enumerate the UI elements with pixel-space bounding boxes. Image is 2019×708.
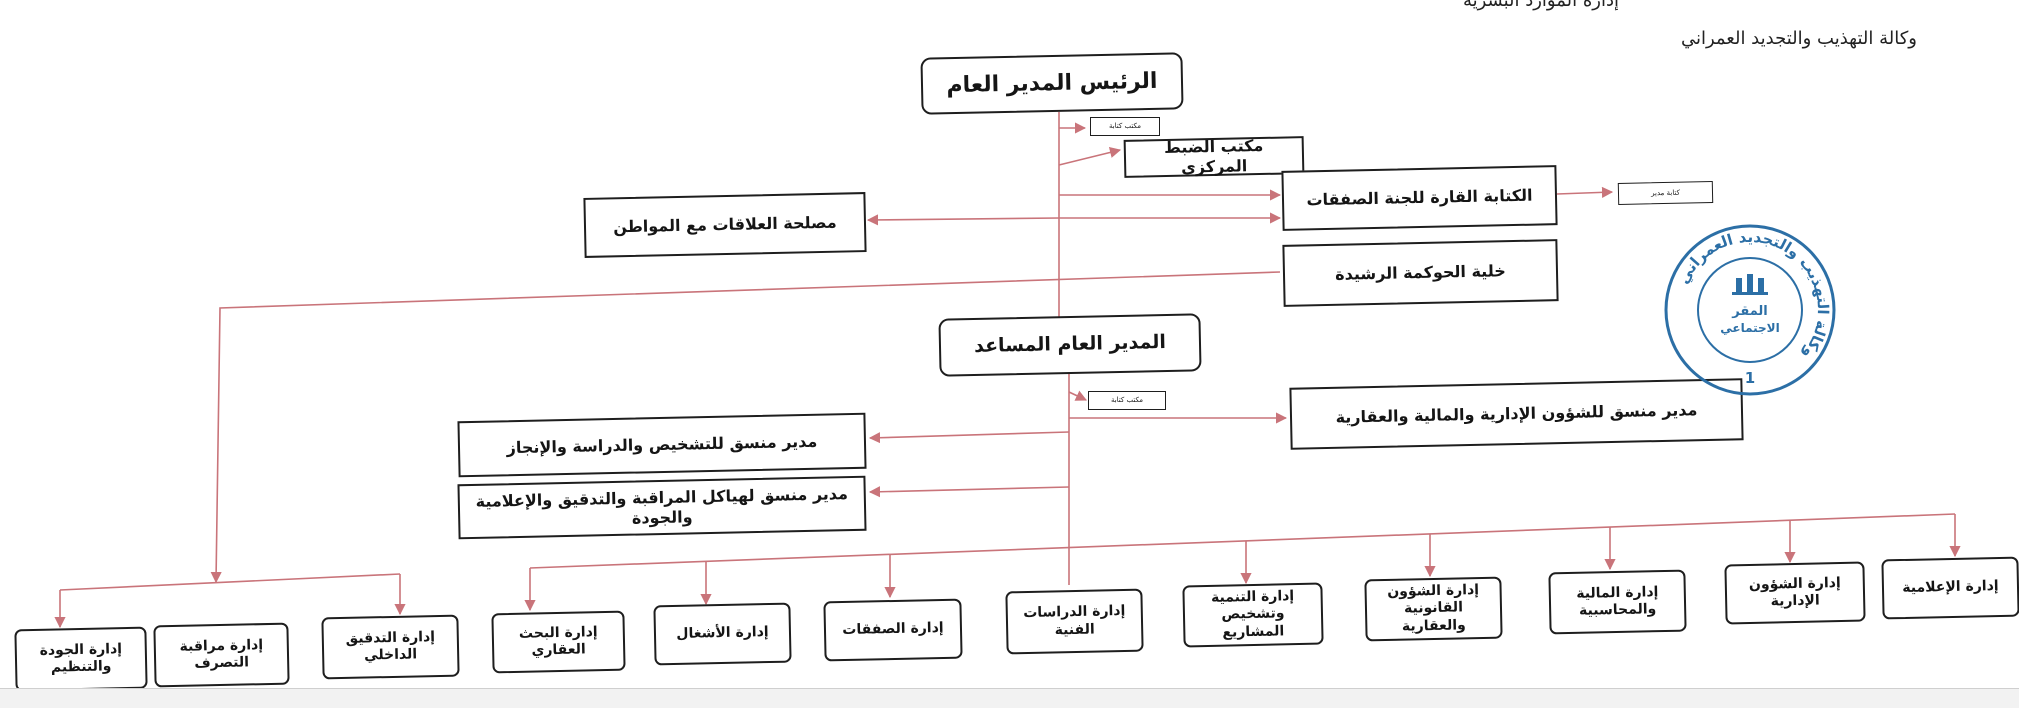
dept-admin-affairs-box: إدارة الشؤون الإدارية — [1724, 561, 1866, 625]
header-top-fragment: إدارة الموارد البشرية — [1462, 0, 1619, 11]
dept-finance-box: إدارة المالية والمحاسبية — [1548, 569, 1687, 635]
coord-diag-box: مدير منسق للتشخيص والدراسة والإنجاز — [457, 412, 867, 478]
dept-legal-box: إدارة الشؤون القانونية والعقارية — [1364, 576, 1503, 642]
deals-secretary-box: كتابة مدير — [1617, 181, 1714, 205]
coord-control-box: مدير منسق لهياكل المراقبة والتدقيق والإع… — [457, 475, 867, 540]
link-citizen-relations — [866, 214, 1060, 226]
official-stamp: وكالة التهذيب والتجديد العمراني المقر ال… — [1664, 224, 1836, 396]
central-control-box: مكتب الضبط المركزي — [1123, 136, 1305, 178]
link-deals-secretary — [1556, 186, 1614, 198]
deputy-secretariat-box: مكتب كتابة — [1088, 391, 1166, 410]
building-icon — [1732, 274, 1768, 295]
dept-it-box: إدارة الإعلامية — [1881, 556, 2019, 620]
stamp-number: 1 — [1745, 369, 1755, 387]
stamp-center-line1: المقر — [1731, 304, 1768, 319]
deputy-box: المدير العام المساعد — [938, 313, 1202, 377]
link-coord-diag — [868, 431, 1070, 444]
dept-land-research-box: إدارة البحث العقاري — [491, 610, 626, 674]
dept-management-control-box: إدارة مراقبة التصرف — [153, 622, 290, 688]
left-bus — [59, 573, 401, 591]
dept-quality-box: إدارة الجودة والتنظيم — [14, 626, 148, 692]
deals-committee-box: الكتابة القارة للجنة الصفقات — [1281, 165, 1558, 231]
dept-works-box: إدارة الأشغال — [653, 602, 792, 666]
link-central-control — [1058, 146, 1122, 166]
ceo-box: الرئيس المدير العام — [920, 52, 1184, 115]
dept-technical-studies-box: إدارة الدراسات الفنية — [1005, 588, 1144, 655]
page-bottom-edge — [0, 688, 2019, 708]
governance-cell-box: خلية الحوكمة الرشيدة — [1282, 239, 1559, 307]
link-deputy-secretariat — [1068, 390, 1088, 401]
stamp-center-line2: الاجتماعي — [1720, 321, 1779, 335]
dept-development-box: إدارة التنمية وتشخيص المشاريع — [1182, 582, 1324, 648]
dept-deals-box: إدارة الصفقات — [823, 598, 963, 662]
link-coord-control — [868, 486, 1070, 498]
organization-name: وكالة التهذيب والتجديد العمراني — [1680, 28, 1917, 49]
ceo-secretariat-box: مكتب كتابة — [1090, 117, 1160, 136]
citizen-relations-box: مصلحة العلاقات مع المواطن — [583, 192, 867, 258]
dept-internal-audit-box: إدارة التدقيق الداخلي — [321, 614, 460, 680]
